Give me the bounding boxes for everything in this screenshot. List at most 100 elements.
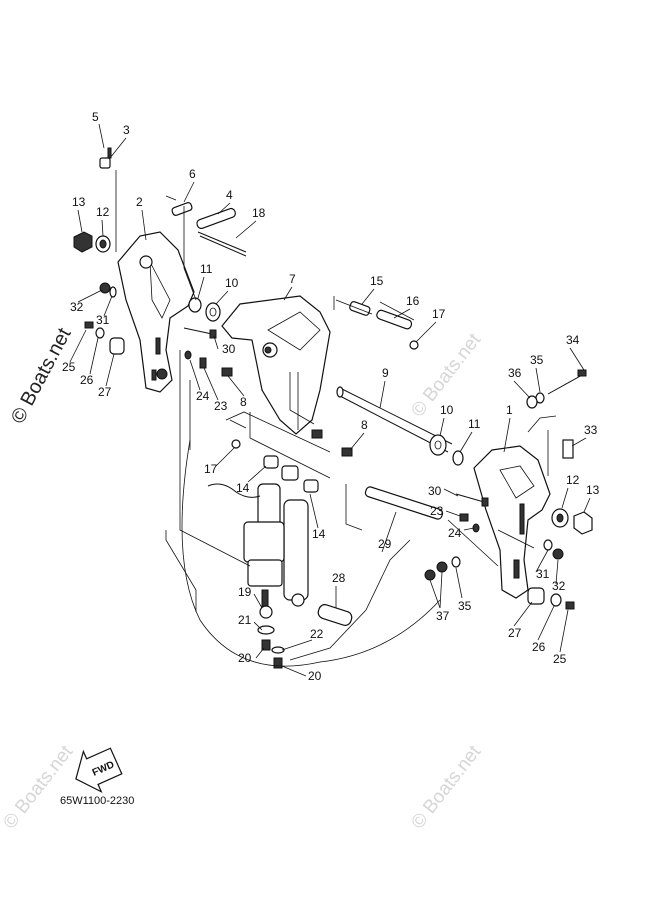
watermark-bottom-left: © Boats.net <box>0 741 78 833</box>
callout-31: 31 <box>536 567 550 581</box>
washer-24-left <box>184 350 192 360</box>
washer-26-right <box>550 593 562 607</box>
callout-7: 7 <box>289 272 296 286</box>
callout-1: 1 <box>506 403 513 417</box>
callout-30: 30 <box>222 342 236 356</box>
bushing-28 <box>317 604 353 626</box>
bolt-20-upper <box>261 639 271 651</box>
pin-4 <box>196 207 236 230</box>
callout-30: 30 <box>428 484 442 498</box>
callout-23: 23 <box>430 504 444 518</box>
callout-24: 24 <box>196 389 210 403</box>
callout-22: 22 <box>310 627 324 641</box>
watermark-bottom-right: © Boats.net <box>407 741 485 833</box>
washer-35-low <box>451 556 461 568</box>
clip-17-low <box>231 439 241 449</box>
callout-28: 28 <box>332 571 346 585</box>
grease-fitting-8-right <box>341 447 353 457</box>
callout-12: 12 <box>566 473 580 487</box>
bolt-34 <box>547 369 587 395</box>
clip-17-top <box>409 340 419 350</box>
pin-29 <box>364 486 444 520</box>
callout-25: 25 <box>553 652 567 666</box>
callout-11: 11 <box>468 417 481 431</box>
callout-25: 25 <box>62 360 76 374</box>
callout-36: 36 <box>508 366 522 380</box>
swivel-bracket-7 <box>221 295 331 439</box>
bushings-14 <box>263 455 319 493</box>
callout-19: 19 <box>238 585 252 599</box>
bushing-27-left <box>109 337 125 355</box>
pin-16 <box>376 309 413 330</box>
clamp-bracket-right <box>473 445 551 599</box>
screw-23-right <box>459 513 469 522</box>
callout-27: 27 <box>508 626 522 640</box>
callout-14: 14 <box>236 481 250 495</box>
callout-16: 16 <box>406 294 420 308</box>
watermark-side: © Boats.net <box>7 324 76 427</box>
callout-32: 32 <box>70 300 84 314</box>
bolt-30-right <box>455 493 489 507</box>
washer-11-left <box>188 297 202 313</box>
screw-23-left <box>199 357 207 369</box>
nut-32-right <box>552 548 564 560</box>
callout-35: 35 <box>458 599 472 613</box>
callout-10: 10 <box>225 276 239 290</box>
wire-lead <box>207 483 261 498</box>
callout-34: 34 <box>566 333 580 347</box>
washer-31-left <box>109 286 117 298</box>
callout-26: 26 <box>532 640 546 654</box>
bolt-20-lower <box>273 657 283 669</box>
callout-35: 35 <box>530 353 544 367</box>
bushing-12-left <box>95 235 111 253</box>
nut-13-left <box>73 231 93 253</box>
bushing-10-right <box>429 434 447 456</box>
washer-31-right <box>543 539 553 551</box>
bushing-10-left <box>205 302 221 322</box>
leader-lines <box>69 123 591 677</box>
bushing-12-right <box>551 508 569 528</box>
nut-32-left <box>99 282 111 294</box>
callout-33: 33 <box>584 423 598 437</box>
washer-22 <box>271 646 285 654</box>
washer-11-right <box>452 450 464 466</box>
callout-15: 15 <box>370 274 384 288</box>
plate-33 <box>562 439 574 459</box>
callout-17: 17 <box>204 462 218 476</box>
callout-20: 20 <box>308 669 322 683</box>
spring-18 <box>197 231 247 257</box>
callout-6: 6 <box>189 167 196 181</box>
guide-lines <box>115 170 557 667</box>
callout-26: 26 <box>80 373 94 387</box>
callout-32: 32 <box>552 579 566 593</box>
callout-23: 23 <box>214 399 228 413</box>
callout-3: 3 <box>123 123 130 137</box>
clamp-bracket-left <box>117 231 195 393</box>
nut-13-right <box>573 511 593 535</box>
callout-5: 5 <box>92 110 99 124</box>
callout-12: 12 <box>96 205 110 219</box>
callout-10: 10 <box>440 403 454 417</box>
callout-37: 37 <box>436 609 450 623</box>
callout-11: 11 <box>200 262 213 276</box>
callout-21: 21 <box>238 613 252 627</box>
bolt-6 <box>171 202 193 216</box>
callout-17: 17 <box>432 307 446 321</box>
callout-27: 27 <box>98 385 112 399</box>
callout-8: 8 <box>361 418 368 432</box>
callout-20: 20 <box>238 651 252 665</box>
washer-26-left <box>95 327 105 339</box>
callout-4: 4 <box>226 188 233 202</box>
washer-21 <box>257 625 275 635</box>
callout-9: 9 <box>382 366 389 380</box>
callout-13: 13 <box>72 195 86 209</box>
callout-13: 13 <box>586 483 600 497</box>
callout-24: 24 <box>448 526 462 540</box>
rod-end-19 <box>259 605 273 619</box>
callout-8: 8 <box>240 395 247 409</box>
screw-25-left <box>84 321 94 329</box>
diagram-code: 65W1100-2230 <box>60 795 134 807</box>
screw-25-right <box>565 601 575 610</box>
